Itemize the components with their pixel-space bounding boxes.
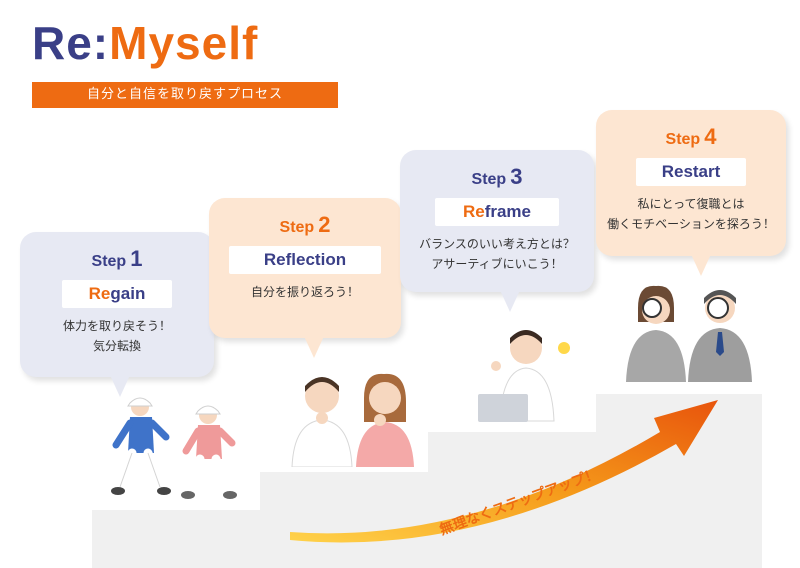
step-4-number: 4 — [704, 124, 716, 149]
thinking-man — [292, 377, 352, 467]
step-4-tail — [691, 254, 711, 276]
step-3-desc-line1: バランスのいい考え方とは？ — [400, 234, 594, 254]
step-2-description: 自分を振り返ろう！ — [209, 282, 401, 302]
step-2-tail — [304, 336, 324, 358]
step-2-keyword-rest: flection — [286, 250, 346, 269]
step-1-keyword-rest: gain — [110, 284, 145, 303]
step-4-desc-line1: 私にとって復職とは — [596, 194, 786, 214]
step-1-description: 体力を取り戻そう！気分転換 — [20, 316, 214, 356]
step-2-keyword: Reflection — [229, 246, 381, 274]
step-1-tail — [110, 375, 130, 397]
step-4-keyword-rest: start — [683, 162, 720, 181]
step-4-desc-line2: 働くモチベーションを探ろう！ — [596, 214, 786, 234]
step-3-number: 3 — [510, 164, 522, 189]
laptop-icon — [478, 394, 528, 422]
runner-woman — [181, 406, 237, 499]
runner-man — [111, 398, 171, 495]
magnifier-icon — [643, 299, 661, 317]
step-3-keyword: Reframe — [435, 198, 559, 226]
step-1-desc-line1: 体力を取り戻そう！ — [20, 316, 214, 336]
step-2-number: 2 — [318, 212, 330, 237]
step-1-label: Step — [92, 253, 127, 270]
step-1-number: 1 — [130, 246, 142, 271]
thinking-people-illustration — [288, 372, 418, 467]
step-2-label: Step — [280, 219, 315, 236]
runners-illustration — [108, 395, 248, 510]
woman-with-magnifier — [626, 286, 686, 382]
step-1-keyword-prefix: Re — [89, 284, 111, 303]
step-2-keyword-prefix: Re — [264, 250, 286, 269]
step-1-keyword: Regain — [62, 280, 172, 308]
step-3-desc-line2: アサーティブにいこう！ — [400, 254, 594, 274]
laptop-man-illustration — [470, 326, 580, 426]
magnifier-icon — [708, 298, 728, 318]
lightbulb-icon — [558, 342, 570, 354]
step-4-description: 私にとって復職とは働くモチベーションを探ろう！ — [596, 194, 786, 234]
man-with-magnifier — [688, 290, 752, 382]
step-3-description: バランスのいい考え方とは？アサーティブにいこう！ — [400, 234, 594, 274]
step-3-tail — [500, 290, 520, 312]
step-4-keyword-prefix: Re — [662, 162, 684, 181]
step-3-keyword-rest: frame — [485, 202, 531, 221]
thinking-woman — [356, 374, 414, 467]
step-3-keyword-prefix: Re — [463, 202, 485, 221]
magnifier-people-illustration — [620, 282, 760, 382]
step-4-keyword: Restart — [636, 158, 746, 186]
step-3-label: Step — [472, 171, 507, 188]
step-1-desc-line2: 気分転換 — [20, 336, 214, 356]
step-2-desc-line1: 自分を振り返ろう！ — [209, 282, 401, 302]
step-4-label: Step — [666, 131, 701, 148]
